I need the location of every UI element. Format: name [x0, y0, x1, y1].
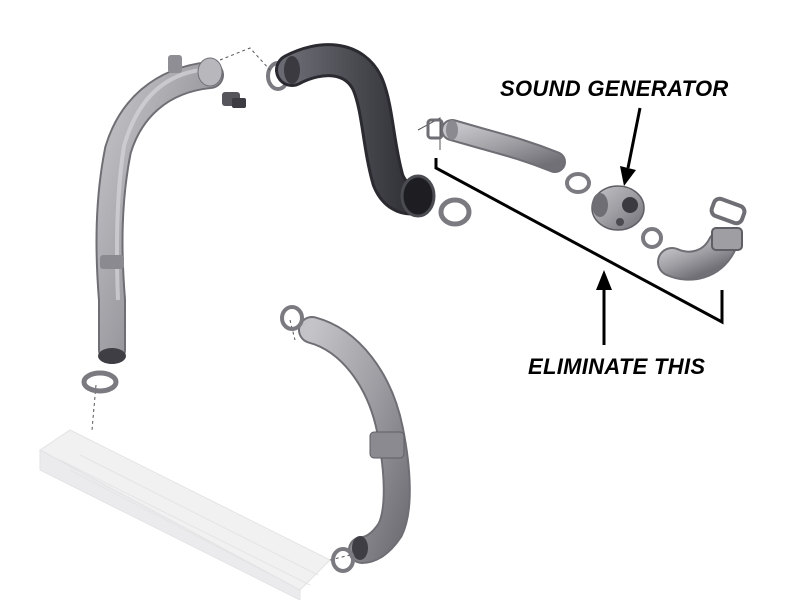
hose-clamp-lower-pipe-top [280, 305, 304, 331]
eliminate-bracket [434, 158, 724, 325]
sensor-connector [222, 92, 246, 108]
hose-clamp-lower-pipe-bottom [331, 547, 355, 573]
gasket [709, 196, 747, 226]
eliminate-arrow [596, 270, 612, 345]
hose-clamp-right [565, 172, 591, 194]
dark-rubber-hose [275, 43, 436, 218]
hose-clamp-left-bottom [81, 370, 119, 394]
sound-generator-label: SOUND GENERATOR [500, 76, 729, 101]
lower-charge-pipe [298, 316, 411, 564]
elbow-hose [657, 227, 743, 281]
eliminate-label: ELIMINATE THIS [528, 354, 706, 379]
sound-generator [591, 185, 645, 231]
hose-clamp-lower [641, 227, 663, 249]
intercooler [39, 429, 331, 600]
hose-clamp-middle [438, 197, 472, 227]
intake-tube [441, 119, 566, 173]
left-charge-pipe [95, 55, 224, 364]
sound-generator-arrow [620, 107, 642, 186]
